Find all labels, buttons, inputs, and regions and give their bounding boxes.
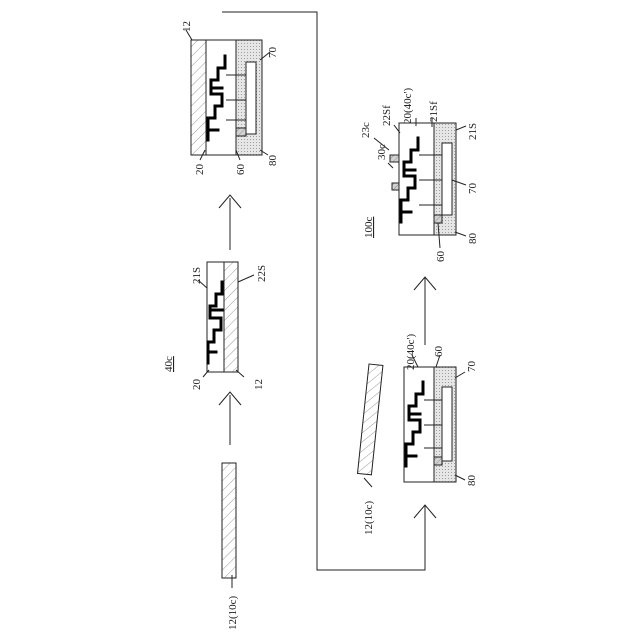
label-70: 70 [467,183,479,195]
label-20: 20 [194,164,206,176]
label-21s: 21S [467,123,479,140]
arrow-step4-to-step5 [414,277,436,345]
arrow-step2-to-step3 [219,195,241,250]
label-70: 70 [466,361,478,373]
arrow-step1-to-step2 [219,392,241,445]
label-40c: 40c [163,356,175,372]
chip-70 [246,62,256,134]
label-20: 20 [191,379,203,391]
solder-ball-30c [392,183,399,190]
carrier-12 [191,40,206,155]
label-60: 60 [435,251,447,263]
step3-chip-bonded: 12 70 20 60 80 [181,21,279,175]
step4-carrier-removed: 12(10c) 20(40c') 60 70 80 [358,333,478,535]
label-80: 80 [467,233,479,245]
step5-final-package: 23c 30c 22Sf 20(40c') 21Sf 21S 70 80 60 … [360,87,479,262]
label-20-40c-prime: 20(40c') [405,333,417,370]
label-carrier-step4: 12(10c) [363,500,375,535]
carrier-12 [224,262,238,372]
bump-60 [434,457,442,465]
label-22sf: 22Sf [381,105,393,126]
label-80: 80 [466,475,478,487]
label-80: 80 [267,155,279,167]
step1-carrier: 12(10c) [222,463,239,630]
bump-60 [236,128,246,136]
label-12: 12 [253,379,265,390]
label-21s: 21S [191,267,203,284]
chip-70 [442,143,452,215]
step2-rdl-on-carrier: 21S 22S 20 12 40c [163,262,268,390]
label-60: 60 [235,164,247,176]
label-20-40c-prime: 20(40c') [402,87,414,124]
label-30c: 30c [376,144,388,160]
solder-ball-30c [390,155,399,162]
label-70: 70 [267,47,279,59]
label-carrier-step1: 12(10c) [227,595,239,630]
label-23c: 23c [360,122,372,138]
label-100c: 100c [363,217,375,239]
carrier-plate [222,463,236,578]
chip-70 [442,387,452,461]
label-12: 12 [181,21,193,32]
carrier-12-removed [358,364,383,475]
label-22s: 22S [256,265,268,282]
label-60: 60 [433,346,445,358]
label-21sf: 21Sf [428,101,440,122]
bump-60 [434,215,442,223]
